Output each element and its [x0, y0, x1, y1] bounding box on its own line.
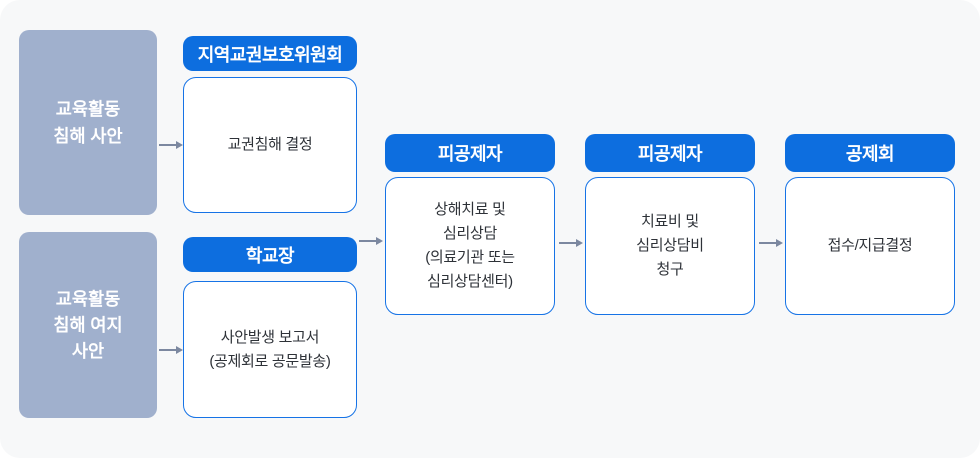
arrow-line — [359, 240, 378, 242]
step-header-mutual-aid-association: 공제회 — [785, 134, 955, 172]
arrow-line — [159, 144, 178, 146]
source-box-possible-infringement-case: 교육활동 침해 여지 사안 — [19, 232, 157, 418]
arrow-right-icon — [576, 239, 583, 247]
step-box-infringement-decision: 교권침해 결정 — [183, 77, 357, 213]
step-body-text: 사안발생 보고서 (공제회로 공문발송) — [209, 328, 331, 370]
arrow-right-icon — [176, 141, 183, 149]
flow-arrow-claim-to-association — [759, 238, 783, 248]
arrow-line — [559, 242, 578, 244]
source-box-infringement-case: 교육활동 침해 사안 — [19, 30, 157, 215]
flow-arrow-principal-to-member — [359, 236, 383, 246]
step-header-insured-member-treatment: 피공제자 — [385, 134, 555, 172]
arrow-right-icon — [776, 239, 783, 247]
flow-arrow-treatment-to-claim — [559, 238, 583, 248]
step-header-insured-member-claim: 피공제자 — [585, 134, 755, 172]
step-box-incident-report: 사안발생 보고서 (공제회로 공문발송) — [183, 281, 357, 418]
step-body-text: 접수/지급결정 — [827, 237, 913, 254]
source-box-label: 교육활동 침해 여지 사안 — [53, 288, 123, 362]
step-body-text: 치료비 및 심리상담비 청구 — [636, 213, 704, 278]
step-body-text: 교권침해 결정 — [227, 136, 313, 153]
step-header-regional-teacher-rights-committee: 지역교권보호위원회 — [183, 36, 357, 71]
arrow-line — [759, 242, 778, 244]
step-box-receipt-payment-decision: 접수/지급결정 — [785, 177, 955, 315]
arrow-line — [159, 349, 178, 351]
flow-arrow-case-to-committee — [159, 140, 183, 150]
step-body-text: 상해치료 및 심리상담 (의료기관 또는 심리상담센터) — [425, 201, 515, 290]
step-box-injury-treatment-counseling: 상해치료 및 심리상담 (의료기관 또는 심리상담센터) — [385, 177, 555, 315]
flow-arrow-case-to-principal — [159, 345, 183, 355]
step-box-expense-claim: 치료비 및 심리상담비 청구 — [585, 177, 755, 315]
source-box-label: 교육활동 침해 사안 — [53, 99, 123, 146]
arrow-right-icon — [176, 346, 183, 354]
step-header-principal: 학교장 — [183, 237, 357, 272]
arrow-right-icon — [376, 237, 383, 245]
